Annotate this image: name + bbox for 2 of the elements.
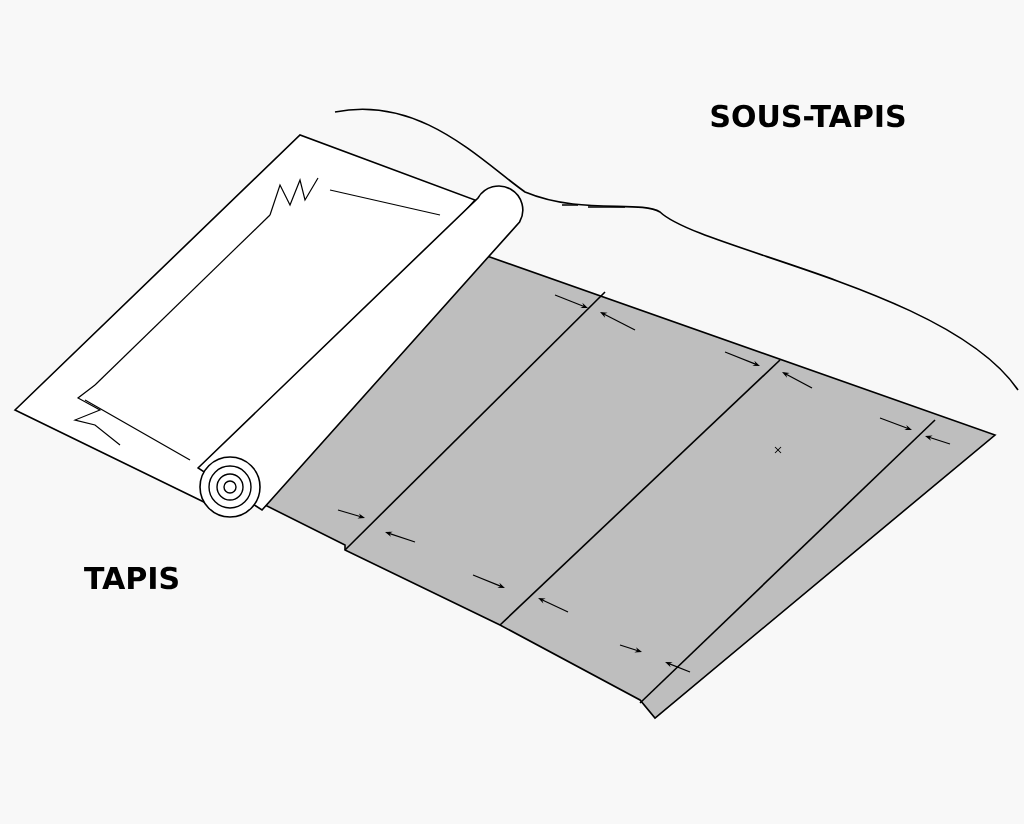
label: SOUS-TAPIS [711, 104, 905, 128]
label: TAPIS [84, 566, 178, 590]
